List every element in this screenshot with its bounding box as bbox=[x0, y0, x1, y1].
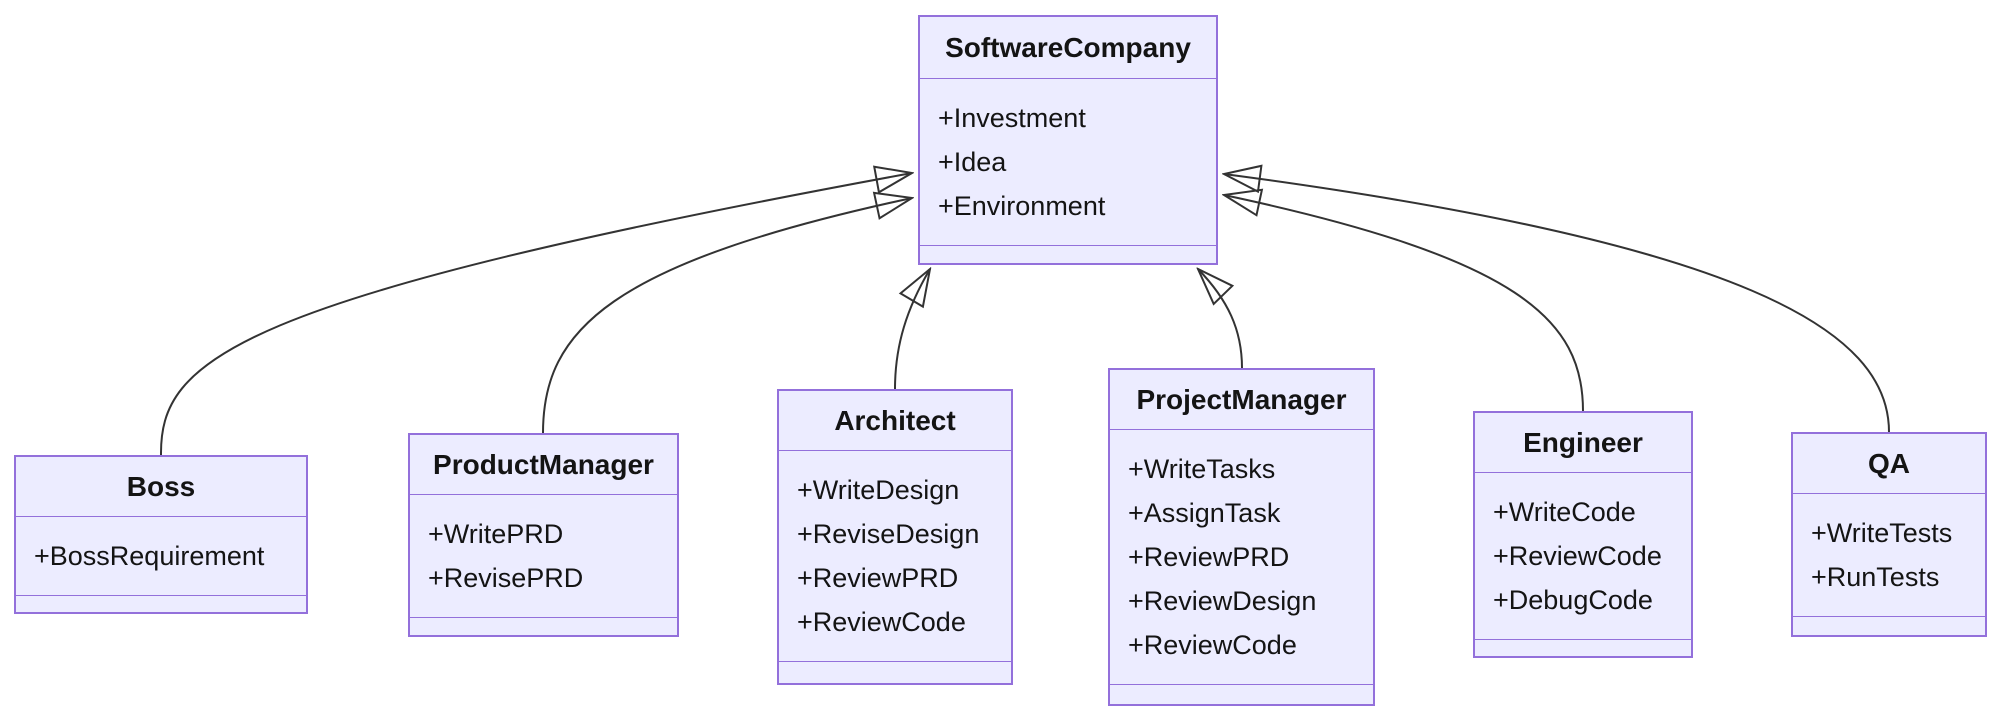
class-member: +ReviseDesign bbox=[797, 519, 980, 549]
class-box-projectmanager: ProjectManager +WriteTasks +AssignTask +… bbox=[1108, 368, 1375, 706]
class-methods-empty-section bbox=[410, 618, 677, 635]
class-title-boss: Boss bbox=[16, 457, 306, 517]
inheritance-edge-productmanager bbox=[542, 198, 912, 434]
inheritance-edge-engineer bbox=[1224, 195, 1584, 412]
class-member: +WriteCode bbox=[1493, 497, 1636, 527]
class-members-boss: +BossRequirement bbox=[16, 517, 306, 596]
class-member: +WritePRD bbox=[428, 519, 564, 549]
class-member: +DebugCode bbox=[1493, 585, 1653, 615]
inheritance-edge-architect bbox=[894, 269, 930, 390]
class-member: +AssignTask bbox=[1128, 498, 1281, 528]
class-member: +ReviewPRD bbox=[797, 563, 959, 593]
class-members-architect: +WriteDesign +ReviseDesign +ReviewPRD +R… bbox=[779, 451, 1011, 662]
class-member: +RunTests bbox=[1811, 562, 1940, 592]
class-box-productmanager: ProductManager +WritePRD +RevisePRD bbox=[408, 433, 679, 637]
inheritance-edge-qa bbox=[1224, 174, 1890, 433]
class-methods-empty-section bbox=[16, 596, 306, 612]
class-member: +WriteTasks bbox=[1128, 454, 1276, 484]
class-methods-empty-section bbox=[1475, 640, 1691, 656]
class-title-productmanager: ProductManager bbox=[410, 435, 677, 495]
class-box-softwarecompany: SoftwareCompany +Investment +Idea +Envir… bbox=[918, 15, 1218, 265]
class-member: +Environment bbox=[938, 191, 1106, 221]
class-member: +BossRequirement bbox=[34, 541, 265, 571]
class-members-engineer: +WriteCode +ReviewCode +DebugCode bbox=[1475, 473, 1691, 640]
class-members-productmanager: +WritePRD +RevisePRD bbox=[410, 495, 677, 618]
class-members-projectmanager: +WriteTasks +AssignTask +ReviewPRD +Revi… bbox=[1110, 430, 1373, 685]
class-title-engineer: Engineer bbox=[1475, 413, 1691, 473]
inheritance-edge-projectmanager bbox=[1198, 269, 1243, 369]
class-box-architect: Architect +WriteDesign +ReviseDesign +Re… bbox=[777, 389, 1013, 685]
class-box-qa: QA +WriteTests +RunTests bbox=[1791, 432, 1987, 637]
class-member: +ReviewCode bbox=[797, 607, 966, 637]
class-methods-empty-section bbox=[920, 246, 1216, 263]
class-members-qa: +WriteTests +RunTests bbox=[1793, 494, 1985, 617]
class-title-projectmanager: ProjectManager bbox=[1110, 370, 1373, 430]
class-box-engineer: Engineer +WriteCode +ReviewCode +DebugCo… bbox=[1473, 411, 1693, 658]
class-title-softwarecompany: SoftwareCompany bbox=[920, 17, 1216, 79]
class-title-qa: QA bbox=[1793, 434, 1985, 494]
class-member: +ReviewDesign bbox=[1128, 586, 1317, 616]
class-member: +WriteDesign bbox=[797, 475, 960, 505]
inheritance-edge-boss bbox=[159, 173, 912, 456]
class-methods-empty-section bbox=[1110, 685, 1373, 704]
class-member: +RevisePRD bbox=[428, 563, 584, 593]
class-member: +WriteTests bbox=[1811, 518, 1953, 548]
class-member: +Idea bbox=[938, 147, 1007, 177]
class-member: +ReviewCode bbox=[1493, 541, 1662, 571]
class-methods-empty-section bbox=[1793, 617, 1985, 635]
class-member: +ReviewPRD bbox=[1128, 542, 1290, 572]
class-members-softwarecompany: +Investment +Idea +Environment bbox=[920, 79, 1216, 246]
class-methods-empty-section bbox=[779, 662, 1011, 683]
class-member: +ReviewCode bbox=[1128, 630, 1297, 660]
class-member: +Investment bbox=[938, 103, 1086, 133]
class-box-boss: Boss +BossRequirement bbox=[14, 455, 308, 614]
class-title-architect: Architect bbox=[779, 391, 1011, 451]
